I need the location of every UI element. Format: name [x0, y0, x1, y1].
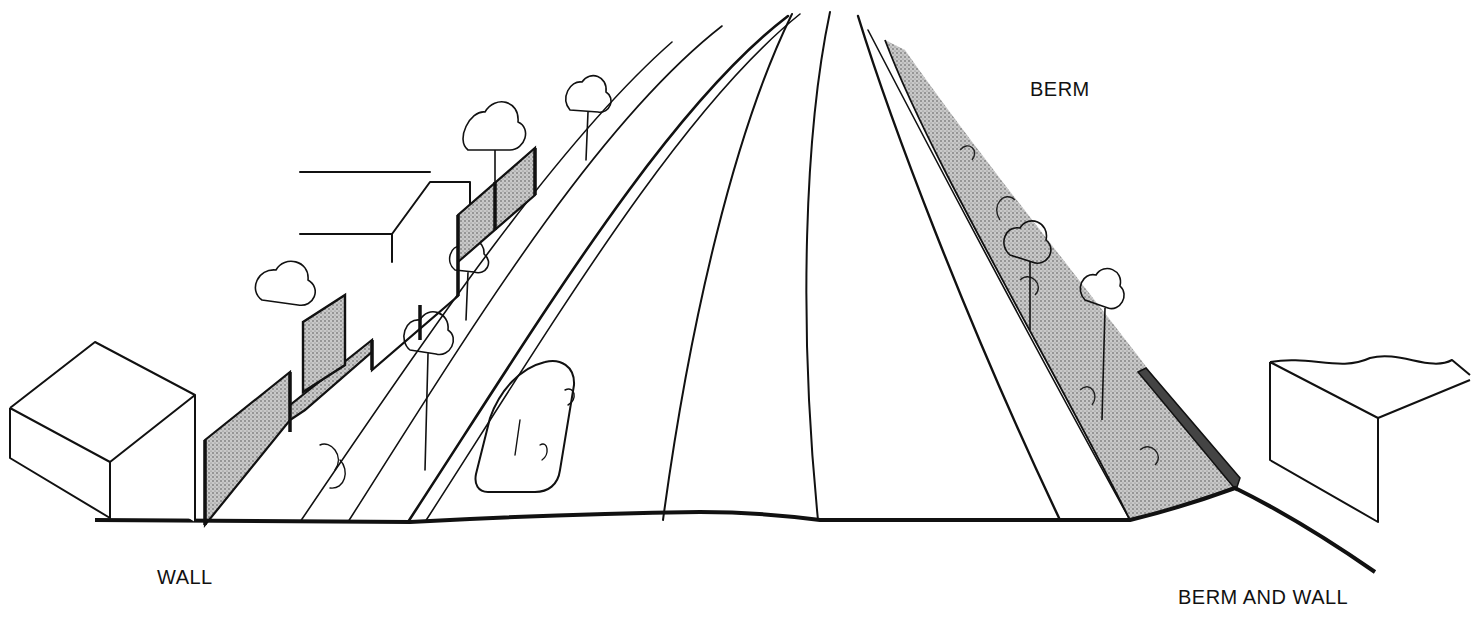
region-label: BERM AND WALL — [1178, 586, 1348, 609]
bus — [476, 361, 575, 492]
background-building — [300, 172, 470, 262]
road-edge — [425, 14, 800, 522]
house — [10, 342, 195, 522]
berm — [885, 40, 1240, 520]
lane-line — [663, 14, 792, 520]
road-edge — [408, 16, 788, 522]
road-edge — [868, 30, 1130, 520]
bus-detail — [515, 389, 574, 460]
tree — [566, 76, 611, 160]
shrub — [320, 444, 345, 488]
ground-line — [95, 488, 1375, 572]
noise-wall — [205, 148, 535, 525]
lane-line — [806, 12, 830, 520]
region-label: WALL — [157, 566, 213, 589]
region-label: BERM — [1030, 78, 1090, 101]
service-road-edge — [300, 42, 672, 522]
house — [1270, 356, 1470, 522]
tree — [255, 261, 315, 305]
service-road-edge — [348, 26, 722, 522]
road-edge — [858, 16, 1060, 520]
